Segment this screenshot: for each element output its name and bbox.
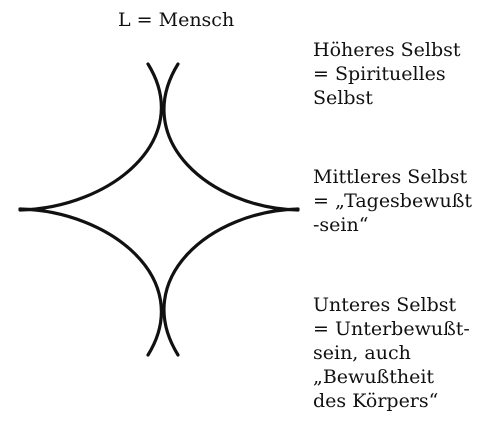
lower-left-arc <box>18 207 163 357</box>
lower-self-label-line: des Körpers“ <box>313 390 439 412</box>
diagram-title: L = Mensch <box>118 9 235 31</box>
middle-self-label: Mittleres Selbst = „Tagesbewußt -sein“ <box>313 165 491 237</box>
upper-left-arc <box>18 62 163 212</box>
middle-self-label-line: Mittleres Selbst <box>313 166 468 188</box>
middle-self-label-line: -sein“ <box>313 214 369 236</box>
four-arc-cross-figure <box>18 62 300 357</box>
middle-self-label-line: = „Tagesbewußt <box>313 190 473 212</box>
upper-self-label-line: Selbst <box>313 87 373 109</box>
lower-self-label-line: = Unterbewußt- <box>313 318 470 340</box>
upper-self-label: Höheres Selbst = Spirituelles Selbst <box>313 38 491 110</box>
lower-self-label-line: Unteres Selbst <box>313 294 457 316</box>
lower-right-arc <box>162 207 300 357</box>
lower-self-label-line: sein, auch <box>313 342 411 364</box>
upper-self-label-line: = Spirituelles <box>313 63 446 85</box>
lower-self-label-line: „Bewußtheit <box>313 366 435 388</box>
upper-self-label-line: Höheres Selbst <box>313 39 461 61</box>
upper-right-arc <box>162 62 300 212</box>
lower-self-label: Unteres Selbst = Unterbewußt- sein, auch… <box>313 293 491 413</box>
